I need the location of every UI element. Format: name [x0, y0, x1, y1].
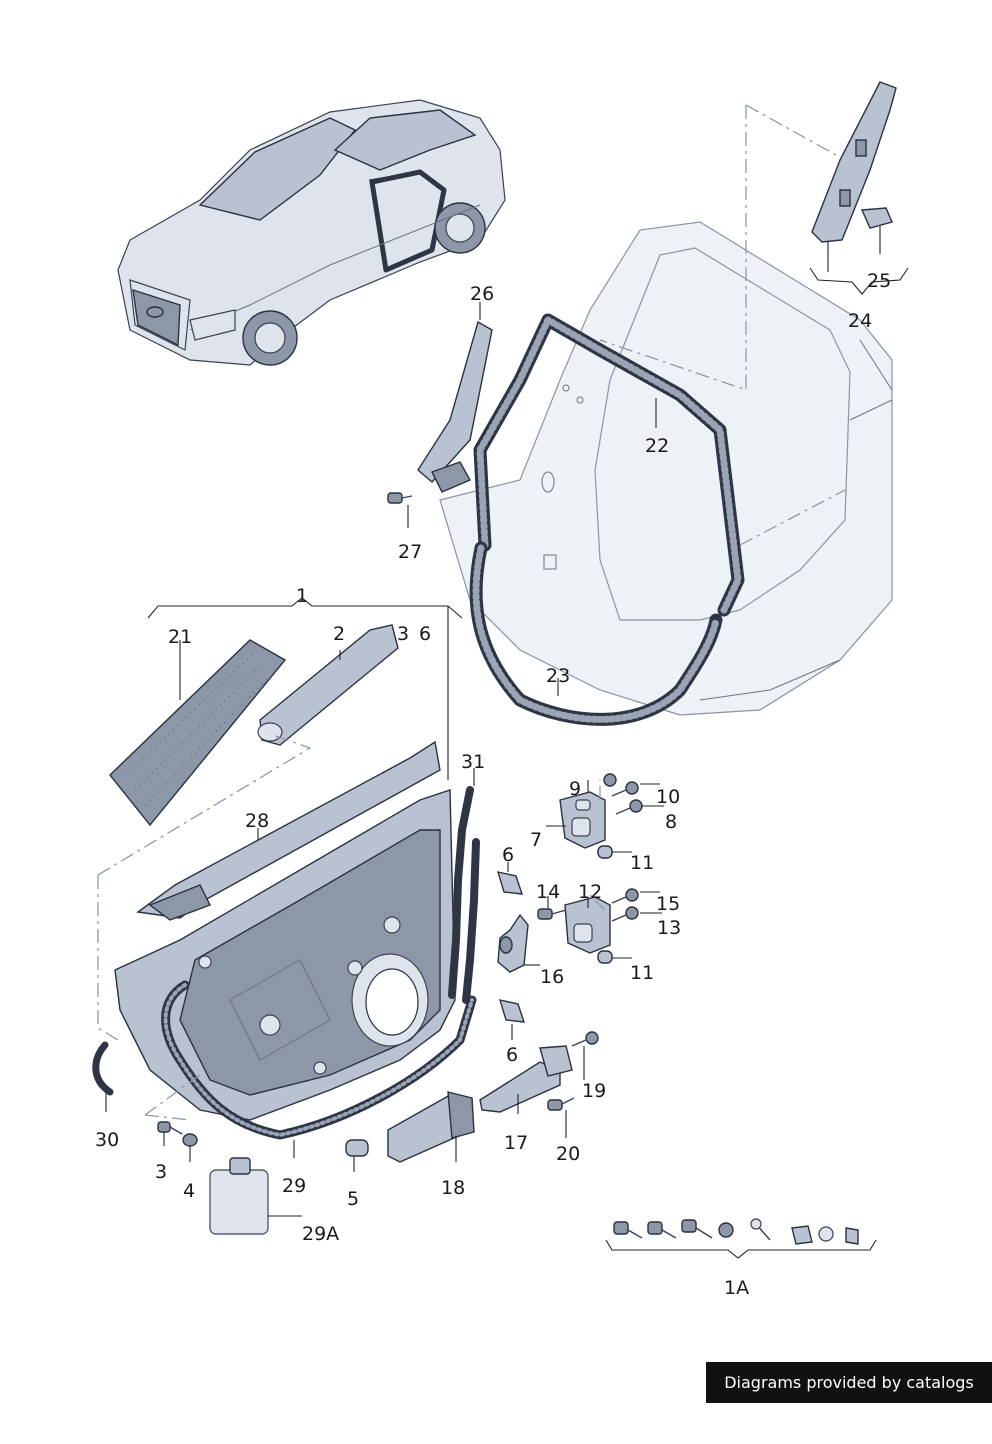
door-opening-seal-22: [473, 313, 745, 617]
bolt-20: [547, 1097, 575, 1111]
label-5: 5: [347, 1188, 359, 1210]
door-seal-29: [161, 980, 477, 1140]
label-23: 23: [546, 665, 570, 687]
bolt-9: [603, 773, 617, 787]
bolt-3: [157, 1121, 183, 1135]
connector-lines: [97, 104, 846, 1121]
bushing-11-lower: [597, 950, 613, 964]
bolt-8: [615, 799, 643, 815]
label-17: 17: [504, 1132, 528, 1154]
label-24: 24: [848, 310, 872, 332]
insulating-mat-21: [109, 639, 287, 827]
bolt-10: [611, 781, 639, 797]
label-11-upper: 11: [630, 852, 654, 874]
nut-4: [182, 1133, 198, 1147]
bolt-13: [611, 906, 639, 922]
label-29: 29: [282, 1175, 306, 1197]
label-10: 10: [656, 786, 680, 808]
reinforcement-2: [257, 624, 399, 746]
label-29A: 29A: [302, 1223, 339, 1245]
car-overview-illustration: [117, 99, 506, 366]
label-6-mid: 6: [502, 844, 514, 866]
label-22: 22: [645, 435, 669, 457]
label-6-lower: 6: [506, 1044, 518, 1066]
window-guide-28: [136, 740, 441, 921]
hinge-lower-12: [564, 896, 611, 954]
screw-27: [387, 492, 413, 504]
label-16: 16: [540, 966, 564, 988]
handle-18: [387, 1091, 475, 1163]
plate-6-upper: [496, 871, 524, 895]
plug-5: [345, 1139, 369, 1157]
exploded-parts-diagram: 1 26 22 27 25 24 23 21 2 3 6 31 9 10 8 7…: [92, 81, 909, 1299]
bracket-30: [92, 1041, 114, 1096]
adhesive-bottle-29A: [209, 1157, 269, 1235]
label-3-lower: 3: [155, 1161, 167, 1183]
label-11-lower: 11: [630, 962, 654, 984]
label-31: 31: [461, 751, 485, 773]
label-30: 30: [95, 1129, 119, 1151]
label-6-upper: 6: [419, 623, 431, 645]
label-25: 25: [867, 270, 891, 292]
label-18: 18: [441, 1177, 465, 1199]
label-7: 7: [530, 829, 542, 851]
label-20: 20: [556, 1143, 580, 1165]
label-28: 28: [245, 810, 269, 832]
label-2: 2: [333, 623, 345, 645]
bolt-15: [611, 888, 639, 904]
door-check-17: [479, 1045, 573, 1113]
pillar-trim-24: [811, 81, 897, 243]
part-labels: 1 26 22 27 25 24 23 21 2 3 6 31 9 10 8 7…: [95, 270, 891, 1299]
hinge-upper-7: [559, 791, 606, 849]
door-opening-seal-23: [469, 541, 723, 726]
credit-banner: Diagrams provided by catalogs parts: [706, 1362, 992, 1433]
label-13: 13: [657, 917, 681, 939]
label-1: 1: [296, 585, 308, 607]
label-3-upper: 3: [397, 623, 409, 645]
group-bracket-1: [147, 597, 463, 780]
lock-bracket-16: [497, 913, 529, 973]
label-19: 19: [582, 1080, 606, 1102]
plate-6-lower: [498, 999, 526, 1023]
label-8: 8: [665, 811, 677, 833]
bolt-14: [537, 908, 567, 920]
body-side-panel: [439, 221, 893, 716]
label-21: 21: [168, 626, 192, 648]
label-9: 9: [569, 778, 581, 800]
seal-31: [448, 786, 480, 1004]
leader-lines: [105, 226, 881, 1217]
group-bracket-1A: [605, 1239, 877, 1259]
label-1A: 1A: [724, 1277, 749, 1299]
door-shell-1: [114, 789, 456, 1121]
label-12: 12: [578, 881, 602, 903]
label-14: 14: [536, 881, 560, 903]
label-27: 27: [398, 541, 422, 563]
bolt-19: [571, 1031, 599, 1047]
clip-25: [860, 207, 893, 229]
label-15: 15: [656, 893, 680, 915]
group-bracket-24: [809, 267, 909, 295]
bushing-11-upper: [597, 845, 613, 859]
trim-strip-26: [417, 320, 493, 493]
small-parts-kit-1A: [613, 1218, 859, 1245]
label-4: 4: [183, 1180, 195, 1202]
label-26: 26: [470, 283, 494, 305]
